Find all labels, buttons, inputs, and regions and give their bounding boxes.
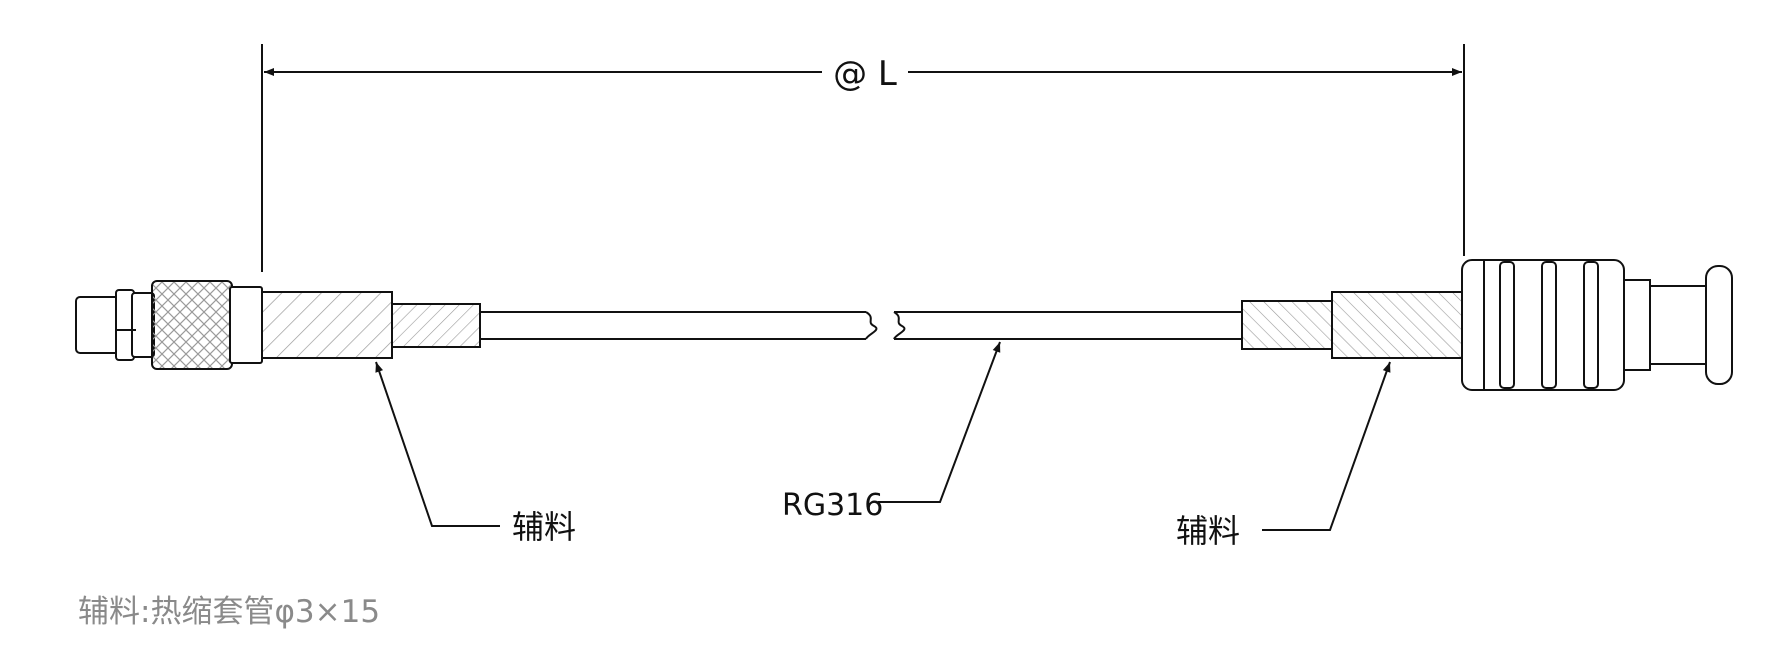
cable-break-right <box>893 311 906 340</box>
dimension-label: @ L <box>833 54 897 94</box>
rg316-cable <box>480 311 1242 340</box>
right-connector-neck <box>1623 279 1651 371</box>
left-material-label: 辅料 <box>512 508 576 546</box>
right-connector <box>1241 259 1733 391</box>
right-connector-plug <box>1649 285 1711 365</box>
leader-left-material <box>375 361 500 527</box>
cable-break-left <box>865 311 878 340</box>
left-knurled-nut <box>151 280 233 370</box>
right-connector-cap <box>1705 265 1733 385</box>
right-heat-shrink <box>1331 291 1465 359</box>
leader-cable <box>878 341 1001 503</box>
left-connector <box>75 280 481 370</box>
left-crimp-ferrule <box>391 303 481 348</box>
material-note: 辅料:热缩套管φ3×15 <box>78 594 381 630</box>
cable-label: RG316 <box>782 488 883 523</box>
leader-right-material <box>1262 361 1391 531</box>
right-material-label: 辅料 <box>1176 512 1240 550</box>
left-heat-shrink <box>261 291 393 359</box>
right-crimp-ferrule <box>1241 300 1333 350</box>
leader-lines <box>375 341 1391 531</box>
left-connector-body <box>229 286 263 364</box>
dimension-length <box>261 44 1465 272</box>
